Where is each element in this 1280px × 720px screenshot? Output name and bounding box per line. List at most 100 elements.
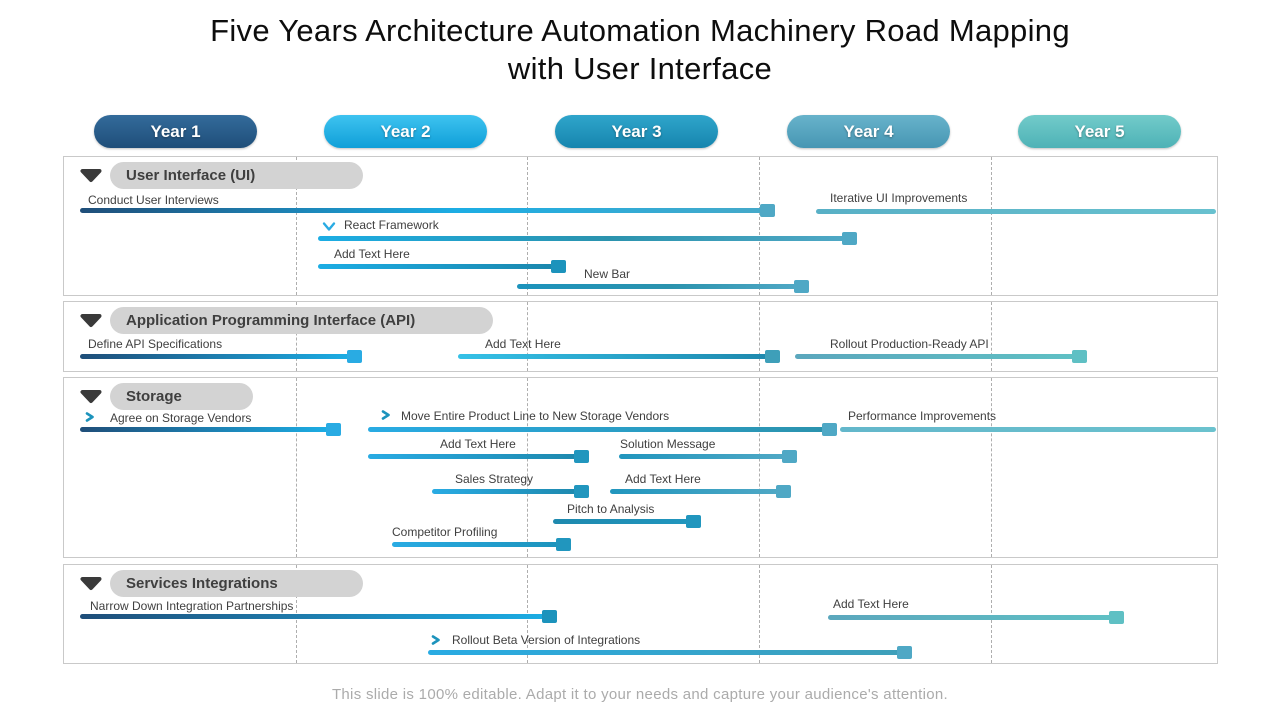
lane-header-user-interface: User Interface (UI) bbox=[79, 162, 363, 189]
footer-note: This slide is 100% editable. Adapt it to… bbox=[331, 686, 949, 703]
bar-track bbox=[368, 454, 577, 459]
year-gridline bbox=[527, 157, 528, 295]
bar-track bbox=[840, 427, 1216, 432]
bar-label: Pitch to Analysis bbox=[567, 502, 655, 516]
year-gridline bbox=[991, 565, 992, 663]
bar-end-marker bbox=[842, 232, 857, 245]
bar-label: Add Text Here bbox=[833, 597, 909, 611]
lane-storage: Storage bbox=[63, 377, 1218, 558]
lane-arrow-icon bbox=[79, 576, 103, 591]
year-gridline bbox=[991, 157, 992, 295]
lane-title-api: Application Programming Interface (API) bbox=[110, 307, 493, 334]
bar-track bbox=[368, 427, 825, 432]
bar-track bbox=[80, 427, 329, 432]
year-gridline bbox=[759, 157, 760, 295]
bar-track bbox=[553, 519, 689, 524]
bar-track bbox=[318, 264, 554, 269]
chevron-down-icon bbox=[322, 221, 336, 232]
year-gridline bbox=[991, 302, 992, 371]
bar-track bbox=[428, 650, 900, 655]
bar-label: Conduct User Interviews bbox=[88, 193, 219, 207]
year-gridline bbox=[296, 157, 297, 295]
bar-label: Rollout Production-Ready API bbox=[830, 337, 989, 351]
year-gridline bbox=[296, 378, 297, 557]
bar-label: Sales Strategy bbox=[455, 472, 534, 486]
bar-end-marker bbox=[1072, 350, 1087, 363]
bar-end-marker bbox=[782, 450, 797, 463]
bar-label: Add Text Here bbox=[440, 437, 516, 451]
bar-end-marker bbox=[551, 260, 566, 273]
bar-label: Performance Improvements bbox=[848, 409, 997, 423]
bar-end-marker bbox=[1109, 611, 1124, 624]
year-pill-4: Year 4 bbox=[787, 115, 950, 148]
bar-end-marker bbox=[760, 204, 775, 217]
year-gridline bbox=[991, 378, 992, 557]
bar-label: New Bar bbox=[584, 267, 631, 281]
chevron-right-icon bbox=[84, 411, 95, 423]
bar-label: Move Entire Product Line to New Storage … bbox=[401, 409, 670, 423]
year-gridline bbox=[759, 565, 760, 663]
bar-track bbox=[80, 354, 350, 359]
bar-track bbox=[816, 209, 1216, 214]
bar-end-marker bbox=[574, 485, 589, 498]
year-gridline bbox=[759, 302, 760, 371]
bar-track bbox=[795, 354, 1075, 359]
bar-track bbox=[432, 489, 577, 494]
bar-label: Iterative UI Improvements bbox=[830, 191, 968, 205]
lane-title-user-interface: User Interface (UI) bbox=[110, 162, 363, 189]
page-title: Five Years Architecture Automation Machi… bbox=[0, 12, 1280, 88]
bar-end-marker bbox=[542, 610, 557, 623]
bar-label: Narrow Down Integration Partnerships bbox=[90, 599, 294, 613]
bar-end-marker bbox=[765, 350, 780, 363]
bar-end-marker bbox=[556, 538, 571, 551]
bar-end-marker bbox=[897, 646, 912, 659]
bar-label: React Framework bbox=[344, 218, 439, 232]
year-pill-2: Year 2 bbox=[324, 115, 487, 148]
lane-header-api: Application Programming Interface (API) bbox=[79, 307, 493, 334]
bar-label: Add Text Here bbox=[625, 472, 701, 486]
bar-track bbox=[80, 208, 763, 213]
bar-label: Define API Specifications bbox=[88, 337, 223, 351]
lane-title-storage: Storage bbox=[110, 383, 253, 410]
bar-label: Solution Message bbox=[620, 437, 716, 451]
bar-track bbox=[610, 489, 779, 494]
bar-label: Rollout Beta Version of Integrations bbox=[452, 633, 641, 647]
bar-track bbox=[392, 542, 559, 547]
chevron-right-icon bbox=[430, 634, 441, 646]
bar-end-marker bbox=[822, 423, 837, 436]
bar-end-marker bbox=[794, 280, 809, 293]
lane-arrow-icon bbox=[79, 168, 103, 183]
bar-end-marker bbox=[776, 485, 791, 498]
year-gridline bbox=[759, 378, 760, 557]
lane-arrow-icon bbox=[79, 389, 103, 404]
year-pill-5: Year 5 bbox=[1018, 115, 1181, 148]
bar-end-marker bbox=[347, 350, 362, 363]
lane-user-interface: User Interface (UI) bbox=[63, 156, 1218, 296]
title-line-2: with User Interface bbox=[507, 51, 773, 86]
bar-track bbox=[458, 354, 768, 359]
year-gridline bbox=[527, 302, 528, 371]
year-pill-1: Year 1 bbox=[94, 115, 257, 148]
bar-track bbox=[517, 284, 797, 289]
bar-track bbox=[828, 615, 1112, 620]
title-line-1: Five Years Architecture Automation Machi… bbox=[210, 13, 1070, 48]
bar-track bbox=[80, 614, 545, 619]
year-gridline bbox=[527, 378, 528, 557]
lane-arrow-icon bbox=[79, 313, 103, 328]
chevron-right-icon bbox=[380, 409, 391, 421]
lane-header-services-integrations: Services Integrations bbox=[79, 570, 363, 597]
lane-header-storage: Storage bbox=[79, 383, 253, 410]
bar-label: Add Text Here bbox=[334, 247, 410, 261]
bar-end-marker bbox=[326, 423, 341, 436]
bar-end-marker bbox=[574, 450, 589, 463]
bar-track bbox=[619, 454, 785, 459]
year-gridline bbox=[296, 302, 297, 371]
lane-api: Application Programming Interface (API) bbox=[63, 301, 1218, 372]
bar-track bbox=[318, 236, 845, 241]
bar-label: Competitor Profiling bbox=[392, 525, 498, 539]
bar-label: Agree on Storage Vendors bbox=[110, 411, 252, 425]
year-pill-3: Year 3 bbox=[555, 115, 718, 148]
bar-end-marker bbox=[686, 515, 701, 528]
bar-label: Add Text Here bbox=[485, 337, 561, 351]
